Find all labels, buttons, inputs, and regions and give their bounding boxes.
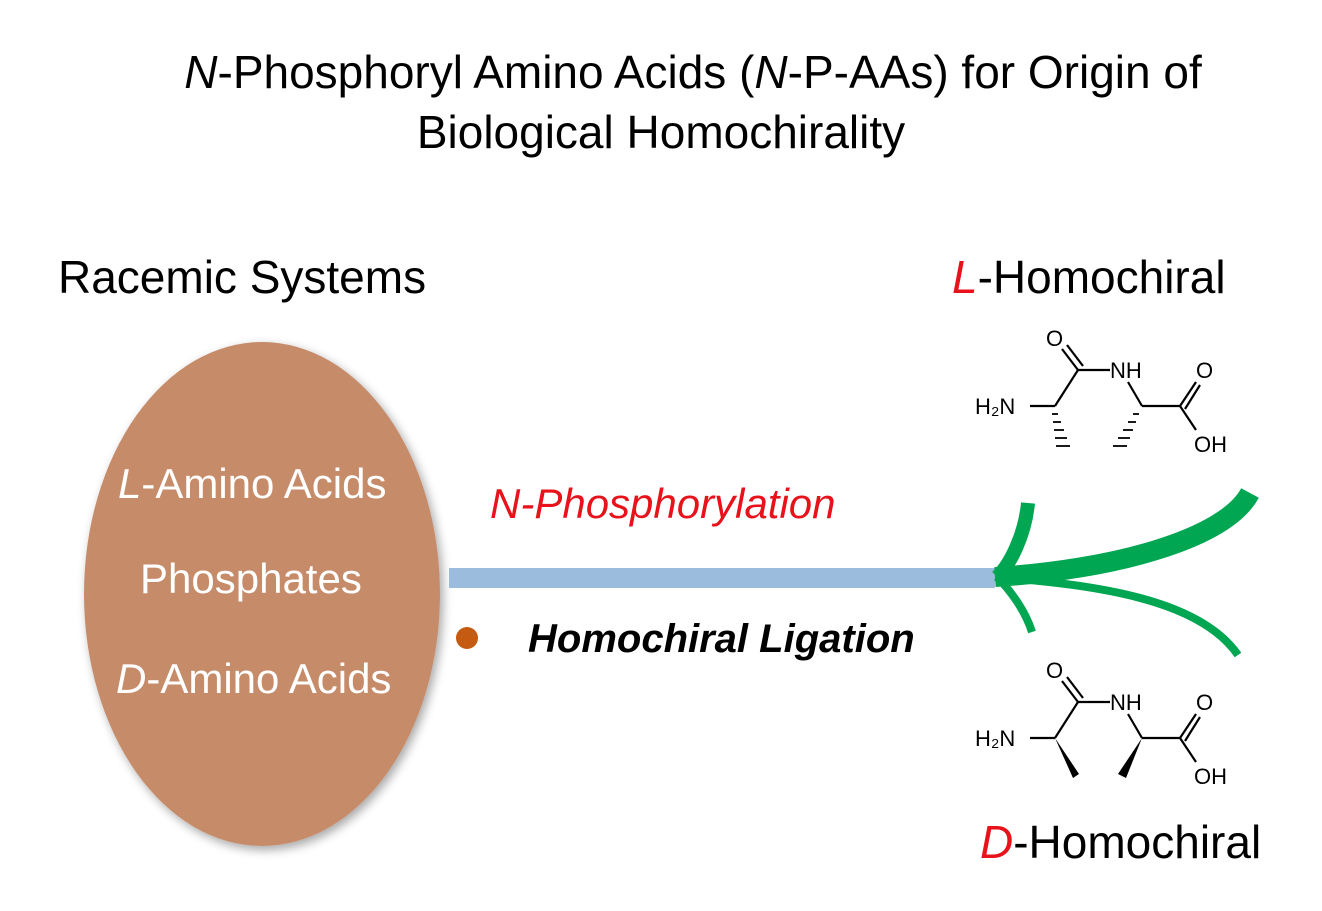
d-mol-oh: OH	[1194, 764, 1227, 789]
d-dipeptide-wedges	[1055, 738, 1142, 778]
reaction-bar	[449, 568, 995, 588]
ellipse-item-l-amino: L-Amino Acids	[118, 460, 386, 508]
ellipse-item-d-italic: D	[116, 655, 147, 702]
racemic-ellipse	[84, 342, 440, 846]
title-line-1: N-Phosphoryl Amino Acids (N-P-AAs) for O…	[0, 42, 1322, 102]
d-mol-nh: NH	[1110, 690, 1142, 715]
title-italic-n: N	[184, 46, 218, 98]
title-line-2: Biological Homochirality	[416, 106, 906, 158]
l-homochiral-text: -Homochiral	[977, 251, 1226, 303]
homochiral-ligation-label: Homochiral Ligation	[528, 617, 915, 661]
d-homochiral-text: -Homochiral	[1013, 816, 1262, 868]
d-mol-amine: H₂N	[975, 726, 1015, 751]
ellipse-item-phosphates: Phosphates	[140, 555, 362, 603]
diagram-title: N-Phosphoryl Amino Acids (N-P-AAs) for O…	[0, 42, 1322, 162]
n-phosphorylation-label: N-Phosphorylation	[490, 480, 836, 527]
d-mol-carbonyl-o1: O	[1046, 658, 1063, 683]
title-text-a: -Phosphoryl Amino Acids (	[217, 46, 755, 98]
ellipse-item-d-amino: D-Amino Acids	[116, 655, 391, 703]
ellipse-item-l-italic: L	[118, 460, 142, 507]
l-mol-amine: H₂N	[975, 394, 1015, 419]
l-mol-nh: NH	[1110, 358, 1142, 383]
l-mol-oh: OH	[1194, 432, 1227, 457]
d-mol-carbonyl-o2: O	[1196, 690, 1213, 715]
ellipse-item-phosphates-text: Phosphates	[140, 555, 362, 602]
ellipse-item-d-text: -Amino Acids	[146, 655, 392, 702]
arrow-head-upper	[991, 502, 1035, 583]
d-homochiral-letter: D	[980, 816, 1014, 868]
arrow-lower-curve	[994, 573, 1242, 658]
converging-arrow	[991, 487, 1259, 658]
title-text-b: -P-AAs) for Origin of	[787, 46, 1202, 98]
l-dipeptide-structure	[1030, 344, 1201, 447]
l-homochiral-label: L-Homochiral	[952, 250, 1226, 304]
racemic-systems-heading: Racemic Systems	[58, 251, 427, 303]
arrow-head-lower	[994, 574, 1036, 634]
d-homochiral-label: D-Homochiral	[980, 815, 1261, 869]
d-dipeptide-structure	[1030, 676, 1201, 763]
l-homochiral-letter: L	[952, 251, 978, 303]
title-italic-n2: N	[754, 46, 788, 98]
arrow-upper-curve	[994, 487, 1259, 587]
ellipse-item-l-text: -Amino Acids	[141, 460, 387, 507]
l-mol-carbonyl-o2: O	[1196, 358, 1213, 383]
l-mol-carbonyl-o1: O	[1046, 326, 1063, 351]
bullet-dot	[456, 627, 478, 649]
